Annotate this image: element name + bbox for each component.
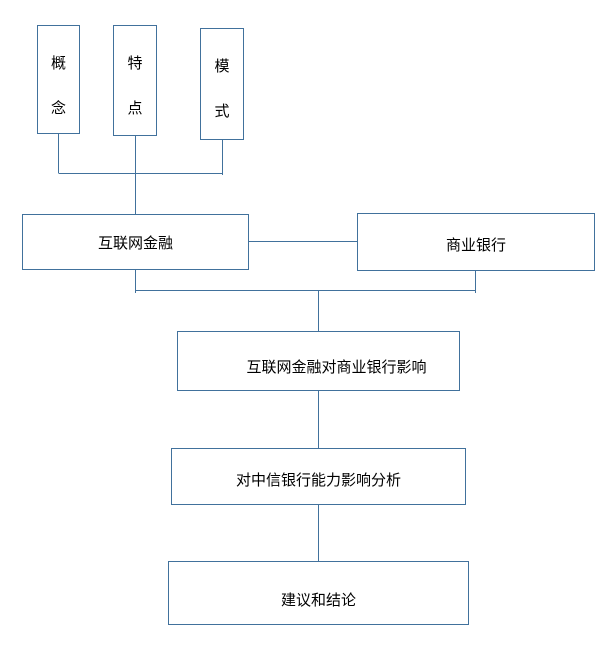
impact-label: 互联网金融对商业银行影响 [246,357,427,376]
feature-char-2: 点 [127,99,143,117]
concept-char-2: 念 [50,99,66,117]
mode-char-2: 式 [214,102,230,120]
feature-box: 特 点 [113,25,157,136]
commercial-bank-box: 商业银行 [357,213,595,271]
citic-analysis-box: 对中信银行能力影响分析 [171,448,466,505]
feature-char-1: 特 [127,54,143,72]
commercial-bank-label: 商业银行 [445,235,506,254]
mode-box: 模 式 [200,28,244,140]
concept-char-1: 概 [50,54,66,72]
mode-char-1: 模 [214,57,230,75]
internet-finance-box: 互联网金融 [22,214,249,270]
internet-finance-label: 互联网金融 [97,233,173,252]
conclusion-box: 建议和结论 [168,561,469,625]
concept-box: 概 念 [37,25,80,134]
conclusion-label: 建议和结论 [280,590,356,609]
impact-box: 互联网金融对商业银行影响 [177,331,460,391]
citic-analysis-label: 对中信银行能力影响分析 [235,471,401,489]
